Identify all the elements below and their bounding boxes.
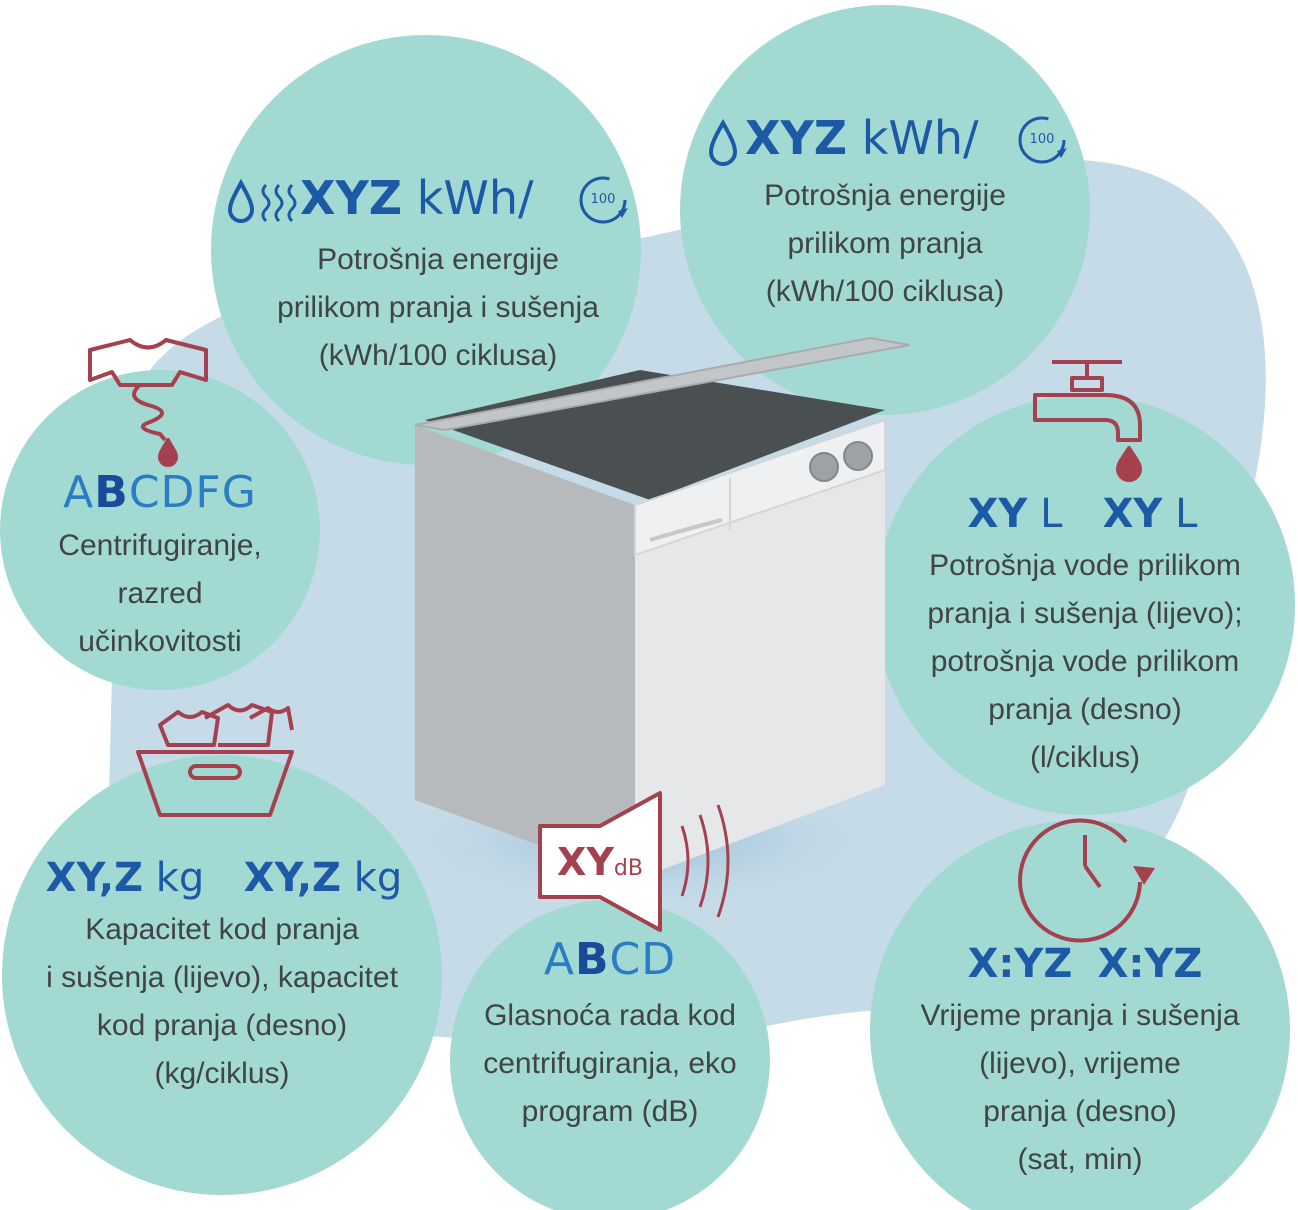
capacity-value: XY,Z [243,855,342,901]
speaker-value: XYdB [540,840,660,884]
text-line: Centrifugiranje, [58,529,262,562]
clock-icon [1018,818,1155,943]
text-line: učinkovitosti [78,625,242,658]
circle-capacity [2,755,442,1195]
noise-description: Glasnoća rada kod centrifugiranja, eko p… [460,992,760,1136]
heat-waves-icon [261,183,297,223]
cycle-badge: 100 [1029,132,1055,147]
text-line: pranja (desno) [988,693,1182,726]
energy-value: XYZ [300,171,403,225]
energy-value: XYZ [745,111,848,165]
energy-unit: kWh/ [416,171,534,225]
door-handle [649,518,723,542]
energy-unit: kWh/ [861,111,979,165]
circle-time [870,820,1290,1210]
water-tap-icon [1033,360,1142,482]
water-value: XY [1102,491,1163,537]
circle-energy-wash-dry [211,35,641,465]
grade-letters: CD [609,934,677,985]
grade-letter-highlight: B [94,467,129,518]
cycle-badge: 100 [590,192,616,207]
text-line: Potrošnja energije [764,179,1006,212]
text-line: razred [117,577,203,610]
capacity-description: Kapacitet kod pranja i sušenja (lijevo),… [2,906,442,1098]
energy-wash-description: Potrošnja energije prilikom pranja (kWh/… [690,172,1080,316]
capacity-unit: kg [353,855,403,901]
text-line: potrošnja vode prilikom [930,645,1240,678]
capacity-unit: kg [155,855,205,901]
text-line: (kg/ciklus) [154,1057,290,1090]
water-value: XY [967,491,1028,537]
machine-lid [414,336,911,432]
sound-waves [680,804,730,918]
time-description: Vrijeme pranja i sušenja (lijevo), vrije… [880,992,1280,1184]
text-line: program (dB) [521,1095,699,1128]
text-line: Glasnoća rada kod [484,999,736,1032]
spin-efficiency-grade: ABCDFG [20,465,300,521]
water-drop-icon [227,178,255,223]
time-right-value: X:YZ [1080,938,1220,990]
spin-shirt-icon [88,338,208,467]
time-value: X:YZ [967,941,1073,987]
water-left-value: XY L [960,488,1070,540]
text-line: prilikom pranja [787,227,983,260]
cycle-100-icon [1018,116,1067,164]
washing-machine [414,336,911,880]
text-line: i sušenja (lijevo), kapacitet [46,961,398,994]
water-unit: L [1175,491,1198,537]
text-line: pranja i sušenja (lijevo); [927,597,1243,630]
text-line: prilikom pranja i sušenja [277,291,599,324]
text-line: (sat, min) [1017,1143,1143,1176]
text-line: centrifugiranja, eko [483,1047,737,1080]
capacity-right-value: XY,Z kg [238,852,408,904]
text-line: Vrijeme pranja i sušenja [920,999,1240,1032]
energy-wash-value: XYZ kWh/ [745,110,1035,166]
circle-noise [450,900,770,1210]
laundry-basket-icon [136,703,294,817]
grade-letter: A [543,934,575,985]
noise-unit: dB [613,856,643,881]
water-drop-icon [708,118,738,166]
text-line: Potrošnja energije [317,243,559,276]
time-value: X:YZ [1097,941,1203,987]
spin-description: Centrifugiranje, razred učinkovitosti [10,522,310,666]
circle-energy-wash [680,5,1090,415]
water-unit: L [1040,491,1063,537]
water-description: Potrošnja vode prilikom pranja i sušenja… [880,542,1290,782]
text-line: (lijevo), vrijeme [979,1047,1181,1080]
circle-water [875,395,1295,815]
text-line: Potrošnja vode prilikom [929,549,1241,582]
text-line: pranja (desno) [983,1095,1177,1128]
machine-front [635,420,885,880]
time-left-value: X:YZ [950,938,1090,990]
text-line: (kWh/100 ciklusa) [765,275,1005,308]
text-line: (kWh/100 ciklusa) [318,339,558,372]
capacity-value: XY,Z [45,855,144,901]
grade-letter-highlight: B [574,934,610,985]
grade-letter: A [63,467,95,518]
text-line: Kapacitet kod pranja [85,913,359,946]
water-right-value: XY L [1095,488,1205,540]
text-line: kod pranja (desno) [96,1009,348,1042]
machine-side [415,425,635,880]
cycle-100-icon [579,176,628,224]
speaker-icon [538,791,662,932]
control-knob-right [843,441,873,471]
noise-value: XY [557,840,614,884]
circle-spin [0,370,320,690]
capacity-left-value: XY,Z kg [40,852,210,904]
energy-wash-dry-value: XYZ kWh/ [300,170,590,226]
energy-wash-dry-description: Potrošnja energije prilikom pranja i suš… [220,236,656,380]
grade-letters: CDFG [128,467,257,518]
control-knob-left [809,452,839,482]
noise-grade: ABCD [470,932,750,988]
text-line: (l/ciklus) [1030,741,1140,774]
